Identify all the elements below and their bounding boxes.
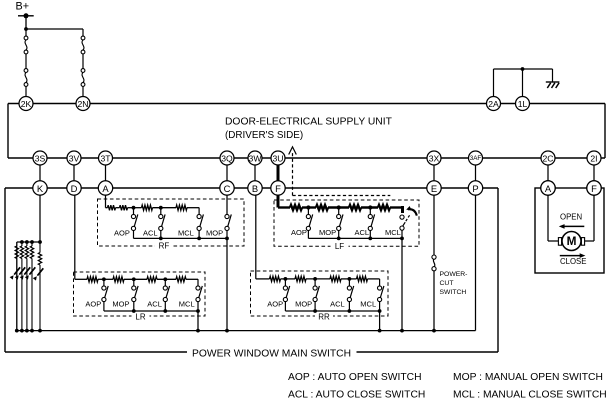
svg-text:A: A [102,183,109,194]
svg-text:AOP : AUTO OPEN SWITCH: AOP : AUTO OPEN SWITCH [288,372,422,383]
svg-text:ACL : AUTO CLOSE SWITCH: ACL : AUTO CLOSE SWITCH [288,389,425,400]
svg-text:2K: 2K [21,99,32,109]
svg-text:OPEN: OPEN [560,212,582,221]
svg-text:3Q: 3Q [221,153,233,163]
svg-text:K: K [37,183,44,194]
svg-text:3X: 3X [429,153,440,163]
svg-text:MOP: MOP [112,300,129,309]
svg-text:MCL: MCL [360,300,376,309]
svg-text:2C: 2C [543,153,554,163]
svg-text:CUT: CUT [440,280,454,287]
svg-text:MOP: MOP [319,228,336,237]
svg-text:SWITCH: SWITCH [440,289,467,296]
svg-text:3W: 3W [249,153,263,163]
svg-text:C: C [224,183,231,194]
svg-text:B+: B+ [16,0,30,12]
svg-text:F: F [275,183,281,194]
svg-text:AOP: AOP [114,229,130,238]
svg-text:RR: RR [318,312,330,321]
svg-text:MOP: MOP [295,300,312,309]
svg-text:P: P [472,183,478,194]
svg-text:CLOSE: CLOSE [560,257,586,266]
svg-text:MOP: MOP [206,229,223,238]
svg-text:ACL: ACL [355,228,370,237]
svg-text:1L: 1L [518,99,528,109]
svg-text:MCL: MCL [178,229,194,238]
svg-text:ACL: ACL [330,300,345,309]
svg-text:MCL : MANUAL CLOSE SWITCH: MCL : MANUAL CLOSE SWITCH [453,389,607,400]
svg-text:MOP : MANUAL OPEN SWITCH: MOP : MANUAL OPEN SWITCH [453,372,603,383]
svg-text:D: D [71,183,78,194]
svg-text:LF: LF [335,242,344,251]
svg-text:ACL: ACL [147,300,162,309]
svg-text:2A: 2A [488,99,499,109]
svg-text:(DRIVER'S SIDE): (DRIVER'S SIDE) [225,130,303,141]
svg-text:3U: 3U [273,153,284,163]
svg-text:AOP: AOP [85,300,101,309]
svg-text:2N: 2N [78,99,89,109]
svg-text:A: A [545,183,552,194]
svg-text:3V: 3V [69,153,80,163]
svg-text:3AF: 3AF [470,155,482,162]
svg-text:LR: LR [135,312,145,321]
svg-text:AOP: AOP [267,300,283,309]
svg-text:3T: 3T [100,153,111,163]
svg-text:MCL: MCL [385,228,401,237]
svg-text:B: B [252,183,258,194]
svg-text:POWER-: POWER- [440,271,468,278]
svg-text:M: M [567,234,577,248]
svg-text:F: F [591,183,597,194]
svg-text:RF: RF [159,242,170,251]
svg-text:MCL: MCL [179,300,195,309]
svg-text:POWER WINDOW MAIN SWITCH: POWER WINDOW MAIN SWITCH [192,348,351,359]
svg-text:AOP: AOP [291,228,307,237]
svg-text:ACL: ACL [143,229,158,238]
svg-text:2I: 2I [590,153,597,163]
svg-text:DOOR-ELECTRICAL SUPPLY UNIT: DOOR-ELECTRICAL SUPPLY UNIT [225,116,393,127]
svg-text:E: E [431,183,437,194]
svg-text:3S: 3S [35,153,46,163]
